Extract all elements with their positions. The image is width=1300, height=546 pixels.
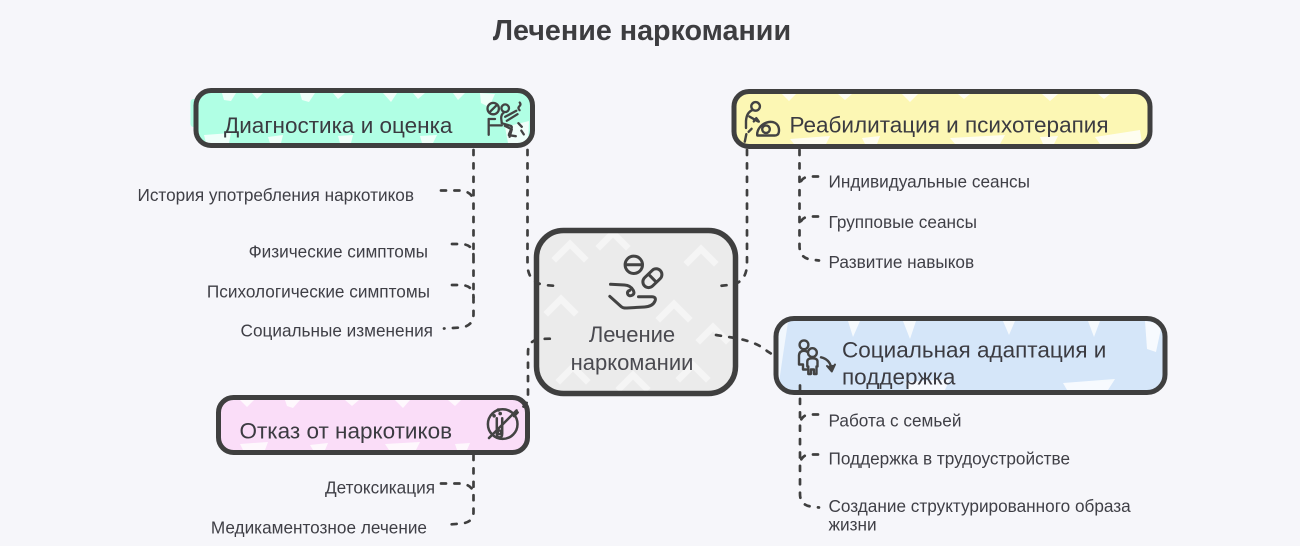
svg-text:Создание структурированного об: Создание структурированного образа	[829, 496, 1132, 516]
svg-text:Реабилитация и психотерапия: Реабилитация и психотерапия	[790, 113, 1109, 138]
svg-text:Диагностика и оценка: Диагностика и оценка	[224, 113, 453, 138]
svg-text:История употребления наркотико: История употребления наркотиков	[137, 185, 414, 205]
svg-text:Индивидуальные сеансы: Индивидуальные сеансы	[829, 172, 1031, 192]
svg-text:Детоксикация: Детоксикация	[325, 478, 435, 498]
svg-text:Социальные изменения: Социальные изменения	[241, 321, 433, 341]
svg-text:Поддержка в трудоустройстве: Поддержка в трудоустройстве	[829, 449, 1071, 469]
svg-text:жизни: жизни	[829, 515, 877, 535]
svg-text:наркомании: наркомании	[571, 350, 694, 375]
svg-text:Физические симптомы: Физические симптомы	[249, 242, 428, 262]
svg-text:Лечение наркомании: Лечение наркомании	[493, 15, 791, 47]
svg-text:Лечение: Лечение	[589, 322, 675, 347]
svg-text:Отказ от наркотиков: Отказ от наркотиков	[240, 419, 453, 444]
svg-text:Социальная адаптация и: Социальная адаптация и	[842, 338, 1106, 363]
svg-text:Медикаментозное лечение: Медикаментозное лечение	[211, 518, 427, 538]
svg-text:Работа с семьей: Работа с семьей	[829, 411, 962, 431]
svg-text:поддержка: поддержка	[842, 365, 956, 390]
svg-text:Психологические симптомы: Психологические симптомы	[207, 282, 430, 302]
svg-text:Групповые сеансы: Групповые сеансы	[829, 212, 977, 232]
svg-text:Развитие навыков: Развитие навыков	[829, 252, 975, 272]
